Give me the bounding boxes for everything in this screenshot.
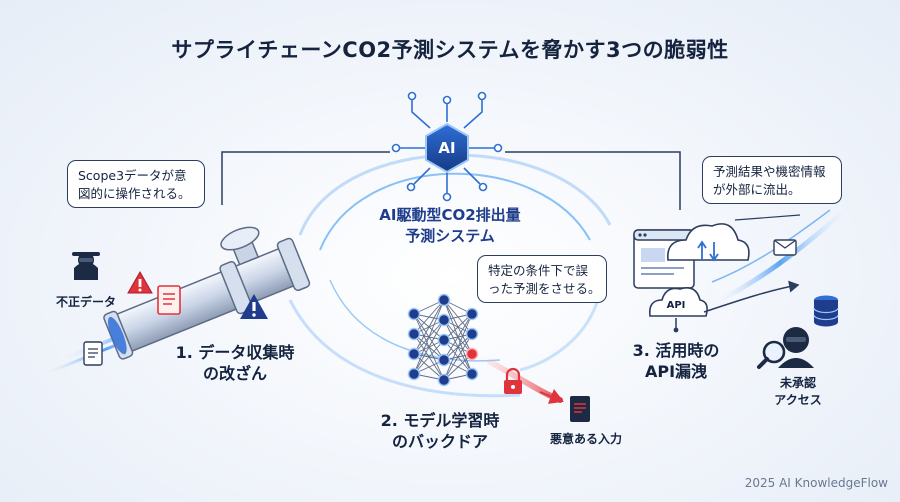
nn-node (437, 293, 451, 307)
blue-warning-icon (240, 294, 268, 319)
nn-node (407, 307, 421, 321)
leak-flow (703, 209, 843, 313)
data-pipe-icon (44, 226, 311, 375)
nn-node (407, 367, 421, 381)
stage-1-label: 1. データ収集時 の改ざん (175, 343, 295, 383)
red-warning-icon (127, 270, 153, 294)
nn-node (437, 373, 451, 387)
unauthorized-access-label: 未承認 アクセス (774, 376, 822, 407)
ai-hex-icon (425, 122, 469, 174)
bubble-scope3-tampering: Scope3データが意 図的に操作される。 (67, 160, 205, 208)
nn-link (443, 313, 473, 361)
nn-link (443, 353, 473, 381)
nn-node (465, 367, 479, 381)
nn-link (413, 299, 445, 375)
hacker-icon (72, 252, 100, 280)
nn-link (443, 313, 473, 341)
api-label: API (666, 300, 686, 311)
stage-2-label: 2. モデル学習時 のバックドア (380, 411, 500, 451)
nn-link (413, 299, 445, 355)
stage-3-label: 3. 活用時の API漏洩 (632, 341, 720, 381)
ai-hub-circuits (391, 91, 503, 202)
document-icon (83, 341, 103, 366)
bubble-data-leak: 予測結果や機密情報 が外部に流出。 (702, 156, 842, 204)
intruder-icon (778, 327, 814, 368)
hub-connectors (221, 151, 681, 210)
nn-node (465, 307, 479, 321)
magnifier-icon (757, 340, 786, 369)
email-icon (773, 239, 797, 256)
nn-link (413, 339, 445, 375)
neural-network-icon (407, 293, 479, 387)
api-cloud-icon (648, 287, 708, 333)
nn-node (437, 313, 451, 327)
bubble-backdoor: 特定の条件下で誤 った予測をさせる。 (477, 255, 607, 303)
center-system-title: AI駆動型CO2排出量 予測システム (379, 206, 521, 245)
nn-link (443, 313, 473, 381)
nn-link (443, 333, 473, 381)
malicious-input-label: 悪意ある入力 (549, 432, 622, 446)
nn-node (437, 333, 451, 347)
footer-credit: 2025 AI KnowledgeFlow (744, 476, 888, 490)
database-icon (813, 295, 839, 327)
browser-window-icon (633, 229, 695, 289)
nn-node (407, 327, 421, 341)
malicious-file-icon (570, 396, 590, 422)
nn-link (413, 319, 445, 375)
nn-link (413, 299, 445, 335)
nn-node (407, 347, 421, 361)
nn-node (465, 327, 479, 341)
page-title: サプライチェーンCO2予測システムを脅かす3つの脆弱性 (171, 38, 729, 62)
cloud-icon (667, 223, 750, 262)
nn-node (437, 353, 451, 367)
tampered-document-icon (157, 285, 181, 315)
red-lock-icon (504, 367, 522, 394)
bad-data-label: 不正データ (55, 295, 116, 309)
nn-node-compromised (465, 347, 479, 361)
ai-hub-label: AI (438, 139, 456, 157)
